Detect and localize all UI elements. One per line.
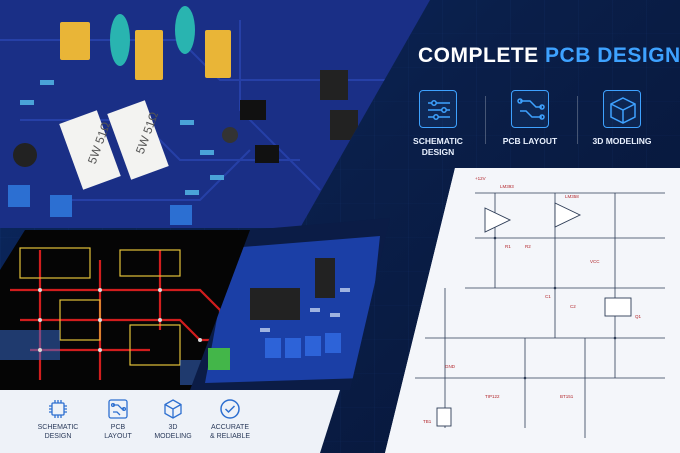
schematic-label: Q1	[635, 314, 642, 319]
feature-3d-modeling-label: 3D MODELING	[592, 136, 652, 146]
bottom-label: ACCURATE& RELIABLE	[209, 424, 251, 440]
schematic-label: VCC	[590, 259, 600, 264]
3d-board-render	[190, 218, 390, 390]
pcb-photo: 5W 51Ω 5W 51Ω	[0, 0, 430, 228]
cube-icon	[162, 398, 184, 420]
pcb-icon	[107, 398, 129, 420]
schematic-label: BT151	[560, 394, 574, 399]
schematic-label: R2	[525, 244, 531, 249]
schematic-label: R1	[505, 244, 511, 249]
schematic-label: LM393	[500, 184, 514, 189]
chip-icon	[47, 398, 69, 420]
3d-cube-icon	[603, 90, 641, 128]
schematic-label: C2	[570, 304, 576, 309]
check-circle-icon	[219, 398, 241, 420]
schematic-label: TB1	[423, 419, 432, 424]
title-accent: PCB DESIGN	[545, 44, 680, 67]
schematic-label: +12V	[475, 176, 486, 181]
bottom-strip	[0, 390, 340, 453]
pcb-layout-icon	[511, 90, 549, 128]
feature-3d-modeling: 3D MODELING	[582, 90, 662, 147]
schematic-label: LM358	[565, 194, 579, 199]
schematic-label: C1	[545, 294, 551, 299]
feature-pcb-layout-label: PCB LAYOUT	[502, 136, 558, 146]
schematic-label: GND	[445, 364, 456, 369]
pcb-layout-view	[0, 230, 260, 390]
title-main: COMPLETE	[418, 44, 539, 67]
page-title: COMPLETE PCB DESIGN	[418, 44, 680, 68]
feature-divider	[485, 96, 486, 144]
bottom-item-accurate: ACCURATE& RELIABLE	[200, 398, 260, 441]
schematic-label: TIP122	[485, 394, 500, 399]
feature-pcb-layout: PCB LAYOUT	[490, 90, 570, 147]
schematic-icon	[419, 90, 457, 128]
feature-divider	[577, 96, 578, 144]
